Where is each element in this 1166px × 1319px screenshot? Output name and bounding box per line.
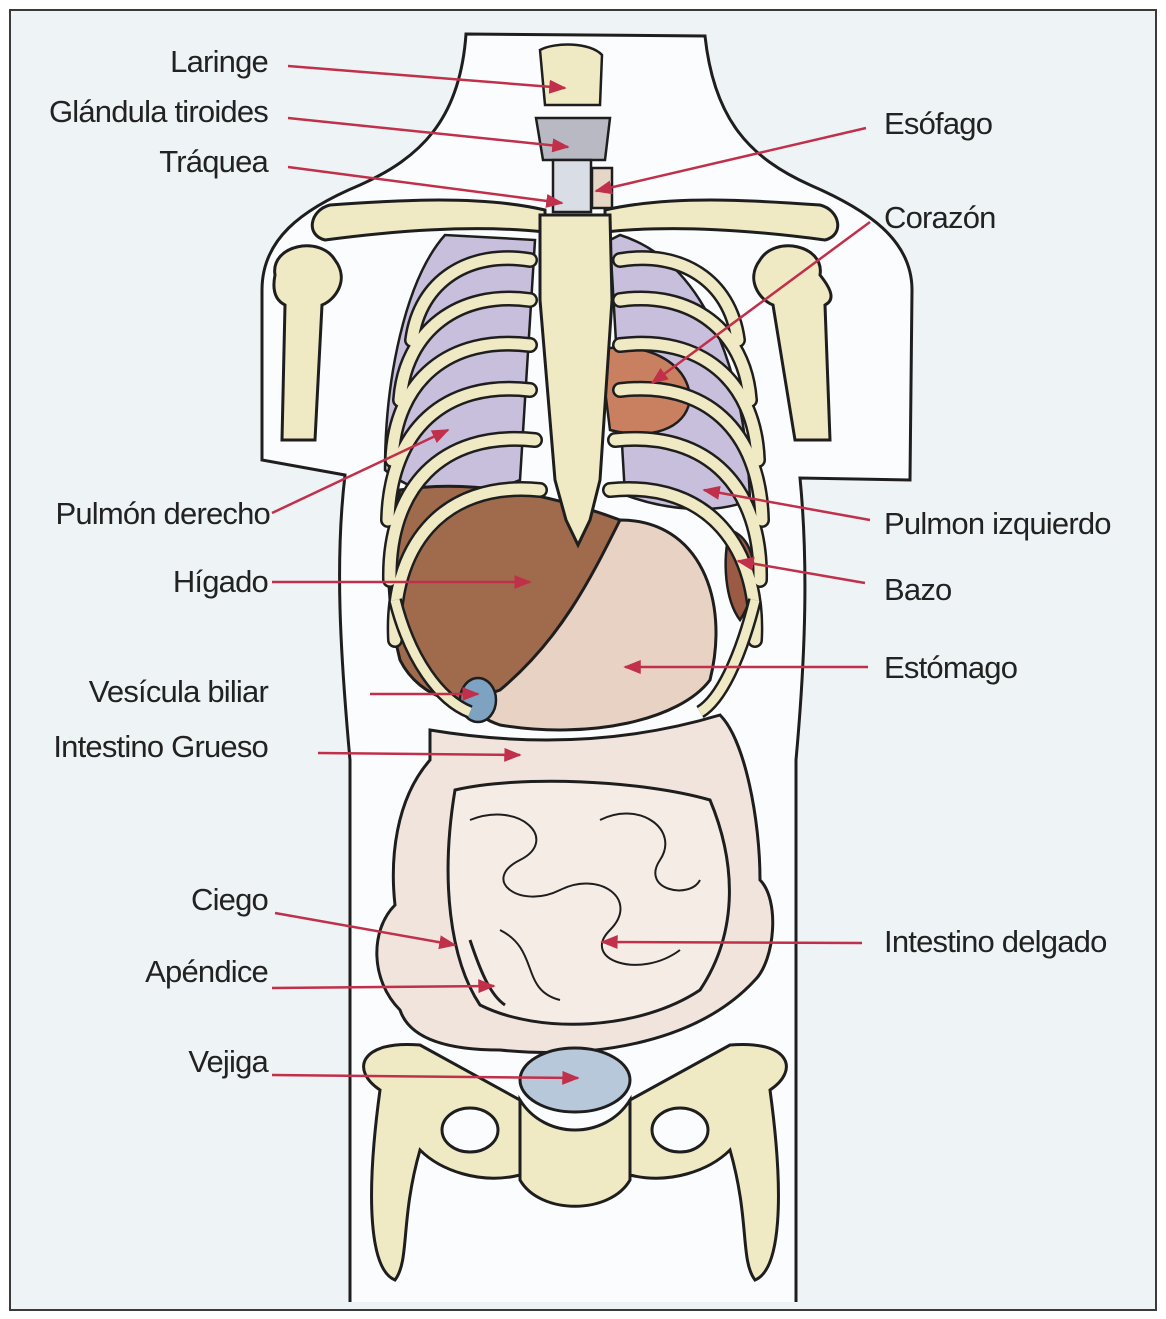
label-apendice: Apéndice [145,954,268,989]
label-corazon: Corazón [884,200,996,235]
label-vejiga: Vejiga [188,1044,269,1079]
label-vesicula-biliar: Vesícula biliar [89,674,269,709]
label-glandula-tiroides: Glándula tiroides [49,94,268,129]
trachea [553,160,591,212]
label-traquea: Tráquea [159,144,269,179]
label-pulmon-izquierdo: Pulmon izquierdo [884,506,1111,541]
label-ciego: Ciego [191,882,268,917]
label-laringe: Laringe [170,44,268,79]
label-higado: Hígado [173,564,268,599]
pointer-intestino-delgado [602,942,862,943]
label-pulmon-derecho: Pulmón derecho [55,496,270,531]
thyroid-gland [536,118,610,160]
label-intestino-delgado: Intestino delgado [884,924,1107,959]
larynx [540,45,602,105]
bladder [520,1048,630,1112]
label-esofago: Esófago [884,106,992,141]
label-intestino-grueso: Intestino Grueso [53,729,268,764]
label-estomago: Estómago [884,650,1017,685]
intestines [377,715,773,1052]
label-bazo: Bazo [884,572,951,607]
